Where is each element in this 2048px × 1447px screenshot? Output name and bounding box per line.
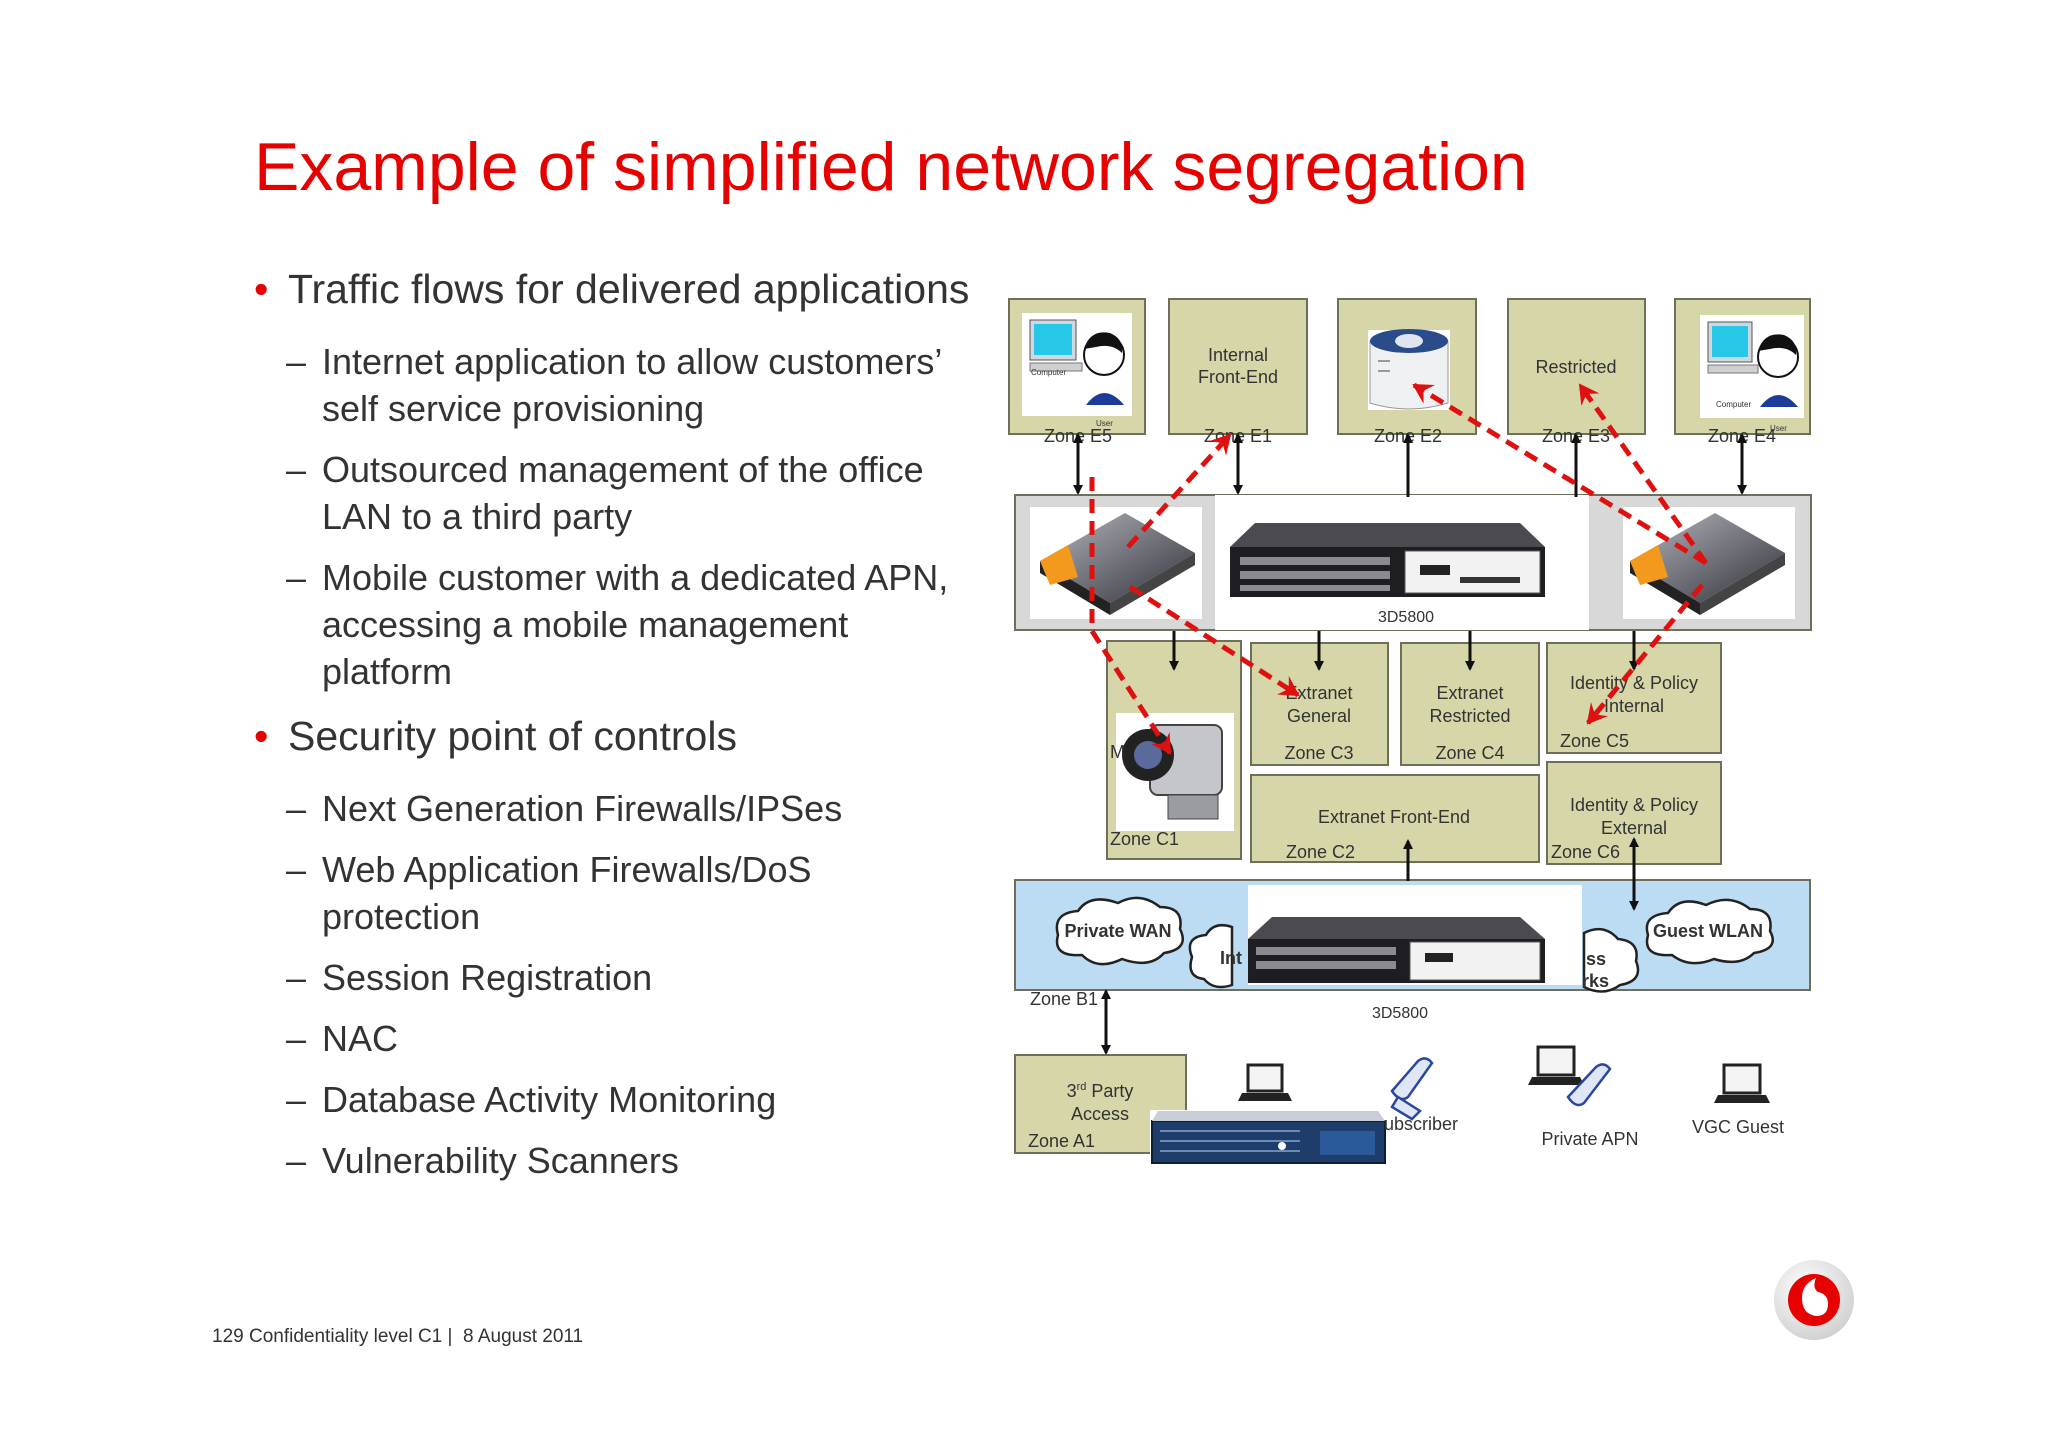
svg-text:Zone C2: Zone C2 bbox=[1286, 842, 1355, 862]
server-icon bbox=[1150, 1110, 1388, 1165]
bullet-list: Traffic flows for delivered applications… bbox=[254, 262, 974, 1198]
cloud-icon bbox=[1188, 924, 1234, 989]
svg-text:Internal: Internal bbox=[1604, 696, 1664, 716]
svg-text:Extranet: Extranet bbox=[1285, 683, 1352, 703]
sub-bullet: –Internet application to allow customers… bbox=[286, 341, 941, 429]
svg-text:VGC Guest: VGC Guest bbox=[1692, 1117, 1784, 1137]
svg-text:General: General bbox=[1287, 706, 1351, 726]
bullet-security-controls: Security point of controls bbox=[254, 709, 974, 763]
bullet-traffic-flows: Traffic flows for delivered applications bbox=[254, 262, 974, 316]
svg-text:3rd Party: 3rd Party bbox=[1067, 1081, 1134, 1101]
laptop-icon bbox=[1238, 1063, 1292, 1101]
sub-bullet: –Outsourced management of the office LAN… bbox=[286, 449, 924, 537]
svg-text:Computer: Computer bbox=[1031, 368, 1066, 377]
vodafone-logo bbox=[1774, 1260, 1854, 1340]
appliance-3d5800-top: 3D5800 bbox=[1230, 523, 1545, 626]
zone-e4: Computer User Zone E4 bbox=[1674, 298, 1811, 446]
svg-text:External: External bbox=[1601, 818, 1667, 838]
svg-text:M: M bbox=[1110, 742, 1125, 762]
svg-text:Int: Int bbox=[1220, 948, 1242, 968]
sub-bullet: –Web Application Firewalls/DoS protectio… bbox=[286, 849, 812, 937]
svg-text:Identity & Policy: Identity & Policy bbox=[1570, 673, 1698, 693]
connectors bbox=[1073, 433, 1747, 1055]
page-number: 129 bbox=[212, 1326, 244, 1347]
sub-bullet: –Next Generation Firewalls/IPSes bbox=[286, 788, 843, 829]
svg-text:ubscriber: ubscriber bbox=[1384, 1114, 1458, 1134]
svg-text:Zone C1: Zone C1 bbox=[1110, 829, 1179, 849]
user-computer-icon bbox=[1029, 319, 1125, 405]
zone-e5: Computer User Zone E5 bbox=[1008, 298, 1146, 446]
svg-text:Front-End: Front-End bbox=[1198, 367, 1278, 387]
zone-c1: M Zone C1 bbox=[1106, 640, 1242, 860]
network-segregation-diagram: Computer User Zone E5 Internal Front-End… bbox=[1008, 298, 1812, 1165]
firewall-icon bbox=[1040, 513, 1195, 615]
svg-text:Extranet: Extranet bbox=[1436, 683, 1503, 703]
firewall-icon bbox=[1630, 513, 1785, 615]
svg-text:Internal: Internal bbox=[1208, 345, 1268, 365]
database-icon bbox=[1368, 329, 1450, 410]
svg-text:Zone C4: Zone C4 bbox=[1435, 743, 1504, 763]
svg-text:Computer: Computer bbox=[1716, 400, 1751, 409]
cloud-icon bbox=[1645, 898, 1774, 965]
svg-text:User: User bbox=[1096, 419, 1113, 428]
sub-bullet: –Vulnerability Scanners bbox=[286, 1140, 679, 1181]
svg-text:Zone C6: Zone C6 bbox=[1551, 842, 1620, 862]
svg-text:Restricted: Restricted bbox=[1429, 706, 1510, 726]
svg-text:Restricted: Restricted bbox=[1535, 357, 1616, 377]
zone-e1: Internal Front-End Zone E1 bbox=[1168, 298, 1308, 446]
svg-text:Zone C3: Zone C3 bbox=[1284, 743, 1353, 763]
cloud-icon bbox=[1055, 896, 1184, 966]
svg-text:3D5800: 3D5800 bbox=[1372, 1005, 1428, 1022]
traffic-flow-arrows bbox=[1089, 382, 1709, 755]
camcorder-icon bbox=[1116, 713, 1234, 831]
svg-text:Identity & Policy: Identity & Policy bbox=[1570, 795, 1698, 815]
user-computer-icon bbox=[1707, 321, 1799, 407]
laptop-icon bbox=[1528, 1045, 1584, 1085]
svg-text:ss: ss bbox=[1586, 949, 1606, 969]
phone-icon bbox=[1390, 1057, 1434, 1121]
svg-text:Guest WLAN: Guest WLAN bbox=[1653, 921, 1763, 941]
svg-text:rks: rks bbox=[1582, 971, 1609, 991]
laptop-icon bbox=[1714, 1063, 1770, 1103]
svg-text:Private WAN: Private WAN bbox=[1064, 921, 1171, 941]
zone-c2: Extranet Front-End Zone C2 bbox=[1250, 774, 1540, 863]
svg-text:Zone A1: Zone A1 bbox=[1028, 1131, 1095, 1151]
slide-title: Example of simplified network segregatio… bbox=[254, 129, 1528, 205]
sub-bullet: –Mobile customer with a dedicated APN, a… bbox=[286, 557, 949, 692]
svg-text:Extranet Front-End: Extranet Front-End bbox=[1318, 807, 1470, 827]
confidentiality-label: Confidentiality level C1 | bbox=[248, 1326, 453, 1347]
appliance-3d5800-bottom: 3D5800 bbox=[1248, 885, 1582, 1022]
sub-bullet: –Database Activity Monitoring bbox=[286, 1079, 777, 1120]
svg-text:Zone C5: Zone C5 bbox=[1560, 731, 1629, 751]
svg-text:Private APN: Private APN bbox=[1541, 1129, 1638, 1149]
cloud-icon bbox=[1582, 927, 1640, 993]
svg-text:User: User bbox=[1770, 424, 1787, 433]
sub-bullet: –NAC bbox=[286, 1018, 399, 1059]
slide-footer: 129 Confidentiality level C1 | 8 August … bbox=[212, 1326, 583, 1348]
phone-icon bbox=[1566, 1063, 1612, 1107]
svg-text:3D5800: 3D5800 bbox=[1378, 609, 1434, 626]
zone-e3: Restricted Zone E3 bbox=[1507, 298, 1646, 446]
zone-e2: Zone E2 bbox=[1337, 298, 1477, 446]
svg-text:Access: Access bbox=[1071, 1104, 1129, 1124]
footer-date: 8 August 2011 bbox=[463, 1326, 584, 1347]
svg-text:Zone B1: Zone B1 bbox=[1030, 989, 1098, 1009]
sub-bullet: –Session Registration bbox=[286, 957, 653, 998]
